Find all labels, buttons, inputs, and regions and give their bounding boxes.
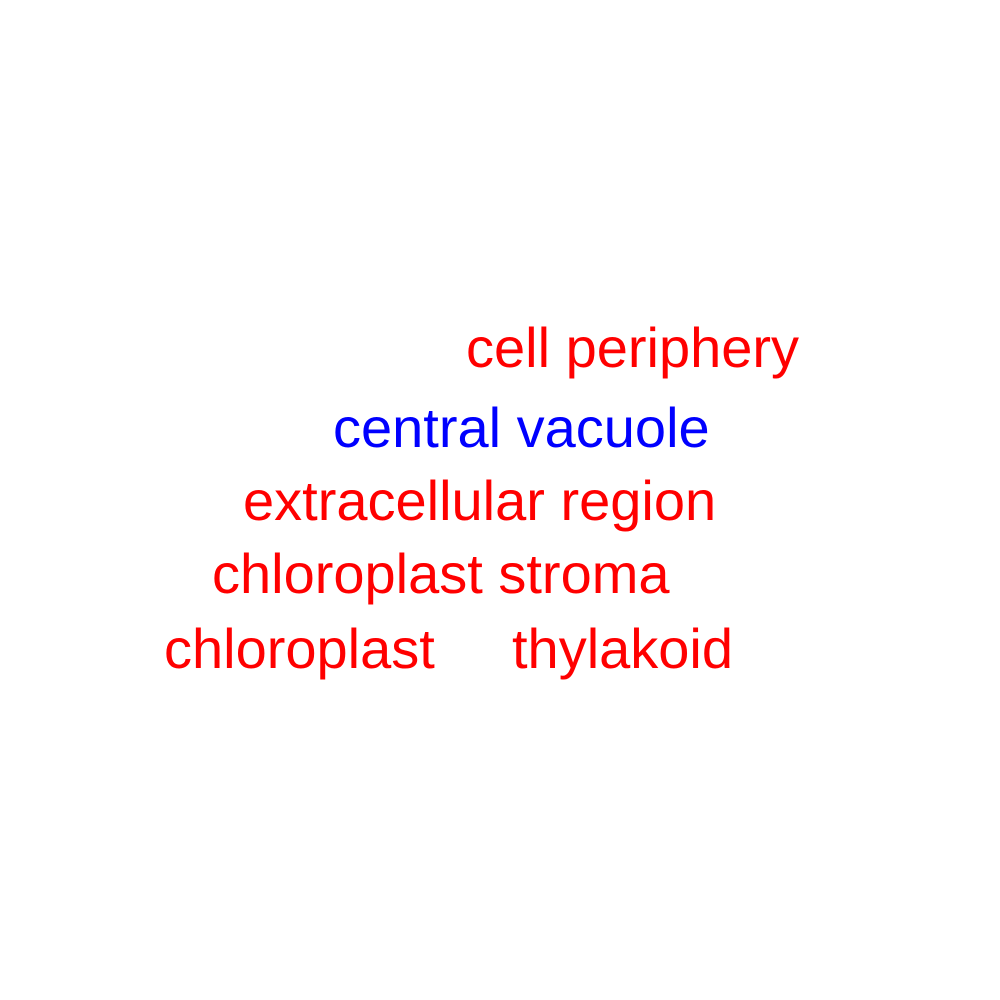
term-cell-periphery: cell periphery [466,316,800,379]
term-chloroplast-stroma: chloroplast stroma [212,542,670,605]
term-chloroplast: chloroplast [164,617,435,680]
term-extracellular-region: extracellular region [243,469,717,532]
term-central-vacuole: central vacuole [333,396,710,459]
term-thylakoid: thylakoid [512,617,734,680]
